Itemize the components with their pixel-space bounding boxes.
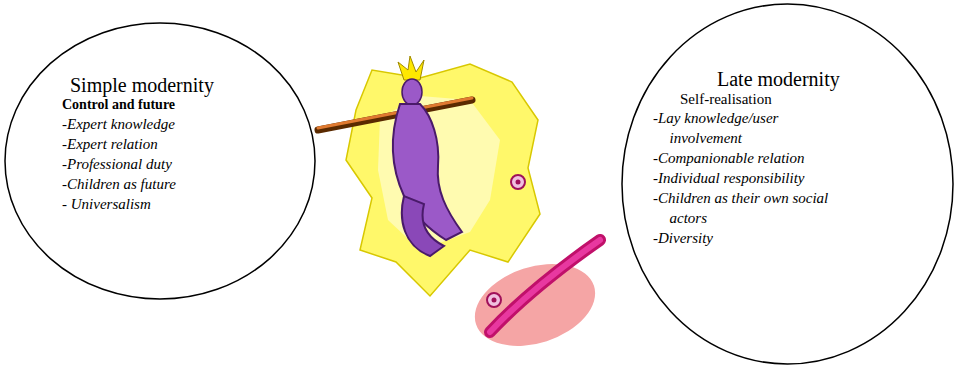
circle-node: Simple modernityControl and future-Exper… xyxy=(4,22,316,300)
circle-subheading: Control and future xyxy=(62,96,262,114)
list-item: -Expert knowledge xyxy=(62,114,262,134)
list-item: -Expert relation xyxy=(62,134,262,154)
circle-heading: Simple modernity xyxy=(70,74,262,96)
skateboard xyxy=(490,240,600,332)
wheel xyxy=(487,293,501,307)
circle-content: Late modernitySelf-realisation-Lay knowl… xyxy=(653,68,843,248)
ellipse xyxy=(5,23,315,299)
ellipse xyxy=(622,4,953,364)
skateboard-top xyxy=(490,240,600,332)
head xyxy=(402,79,422,105)
list-item: -Children as future xyxy=(62,174,262,194)
list-item: -Diversity xyxy=(653,228,843,248)
list-item: - Universalism xyxy=(62,194,262,214)
circle-subheading: Self-realisation xyxy=(680,90,843,108)
starburst xyxy=(346,64,540,296)
hair xyxy=(398,56,424,80)
wheel-hub xyxy=(492,298,497,303)
list-item: -Companionable relation xyxy=(653,148,843,168)
circle-node: Late modernitySelf-realisation-Lay knowl… xyxy=(621,3,954,365)
list-item: -Individual responsibility xyxy=(653,168,843,188)
list-item: -Professional duty xyxy=(62,154,262,174)
starburst-glow xyxy=(378,96,500,250)
circle-heading: Late modernity xyxy=(717,68,843,90)
list-item: -Lay knowledge/user involvement xyxy=(653,108,843,148)
wheel-hub xyxy=(516,180,521,185)
leg xyxy=(402,196,444,256)
list-item: -Children as their own social actors xyxy=(653,188,843,228)
wheel xyxy=(511,175,525,189)
circle-content: Simple modernityControl and future-Exper… xyxy=(62,74,262,214)
shadow xyxy=(464,250,605,361)
